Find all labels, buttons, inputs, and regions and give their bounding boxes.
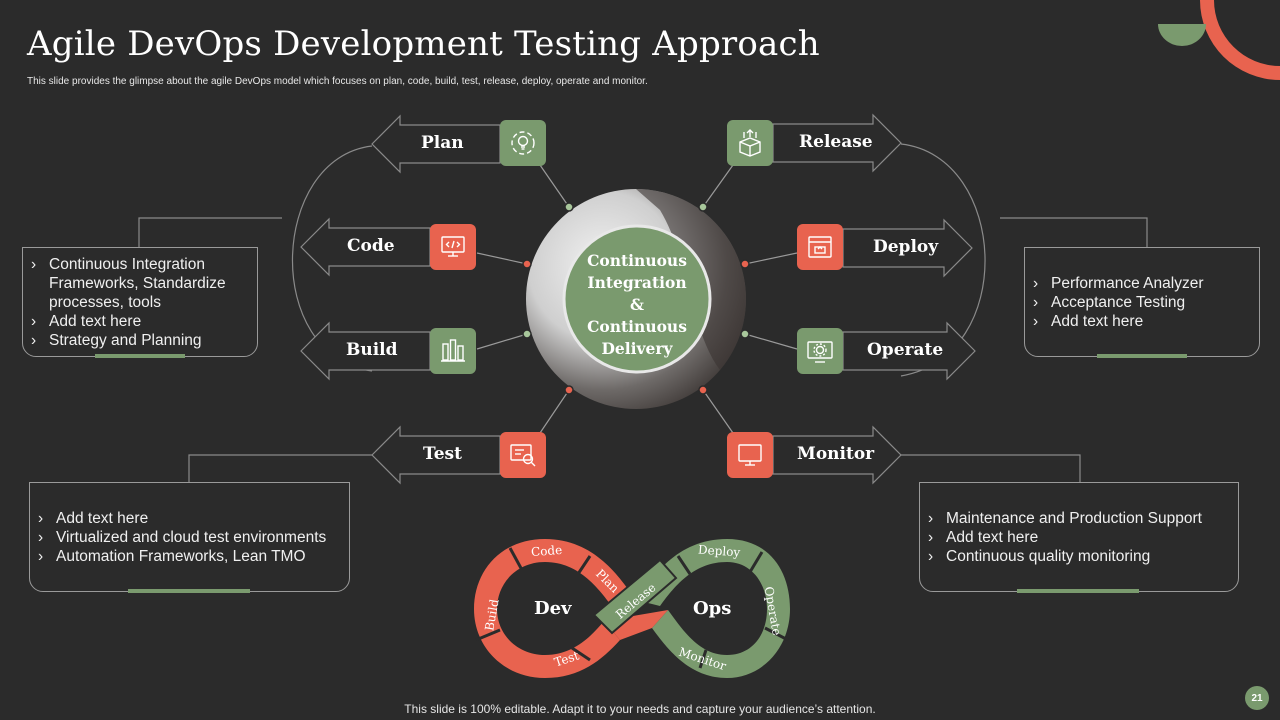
textbox-left-bottom: Add text here Virtualized and cloud test…	[29, 482, 350, 593]
footer-note: This slide is 100% editable. Adapt it to…	[404, 702, 876, 716]
connector-right-bottom	[901, 454, 1081, 482]
list-item: Add text here	[23, 312, 257, 331]
list-item: Add text here	[30, 509, 349, 528]
stage-label-build: Build	[346, 340, 398, 360]
list-item: Strategy and Planning	[23, 331, 257, 350]
release-icon-box	[727, 120, 773, 166]
build-blocks-icon	[441, 339, 465, 362]
monitor-icon-box	[727, 432, 773, 478]
deploy-icon-box	[797, 224, 843, 270]
list-item: Maintenance and Production Support	[920, 509, 1238, 528]
list-item: Acceptance Testing	[1025, 293, 1259, 312]
arrow-monitor	[772, 425, 902, 485]
release-box-icon	[739, 129, 761, 157]
list-item: Continuous quality monitoring	[920, 547, 1238, 566]
stage-label-deploy: Deploy	[873, 237, 939, 257]
corner-semicircle	[1158, 24, 1206, 46]
center-title: Continuous Integration & Continuous Deli…	[564, 232, 710, 378]
stage-label-code: Code	[347, 236, 395, 256]
infinity-ops-label: Ops	[693, 598, 732, 619]
connector-left-top	[138, 217, 282, 247]
textbox-right-top: Performance Analyzer Acceptance Testing …	[1024, 247, 1260, 358]
build-icon-box	[430, 328, 476, 374]
idea-cycle-icon	[511, 131, 535, 155]
textbox-left-top: Continuous Integration Frameworks, Stand…	[22, 247, 258, 358]
deploy-window-icon	[808, 236, 832, 258]
center-line-1: Continuous	[587, 251, 687, 270]
stage-label-plan: Plan	[421, 133, 464, 153]
stage-label-release: Release	[799, 132, 873, 152]
infinity-code-label: Code	[530, 542, 563, 560]
center-line-2: Integration	[587, 273, 687, 292]
textbox-accent-bar	[1017, 589, 1139, 593]
corner-arc	[1200, 0, 1280, 80]
corner-decoration	[1158, 0, 1280, 80]
arrow-release	[772, 113, 902, 173]
test-inspect-icon	[510, 444, 536, 467]
page-title: Agile DevOps Development Testing Approac…	[27, 24, 820, 64]
center-line-3: &	[630, 295, 644, 314]
spokes	[476, 164, 798, 434]
list-item: Add text here	[920, 528, 1238, 547]
page-number-badge: 21	[1245, 686, 1269, 710]
textbox-right-bottom: Maintenance and Production Support Add t…	[919, 482, 1239, 593]
center-green-circle	[562, 224, 712, 374]
operate-icon-box	[797, 328, 843, 374]
arrow-operate	[842, 321, 976, 381]
center-line-5: Delivery	[601, 339, 673, 358]
page-subtitle: This slide provides the glimpse about th…	[27, 76, 648, 87]
connector-right-top	[1000, 217, 1148, 247]
stage-label-monitor: Monitor	[797, 444, 875, 464]
code-icon-box	[430, 224, 476, 270]
textbox-accent-bar	[128, 589, 250, 593]
infinity-deploy-label: Deploy	[697, 542, 741, 560]
infinity-dev-label: Dev	[534, 598, 572, 619]
release-band	[592, 558, 678, 635]
list-item: Virtualized and cloud test environments	[30, 528, 349, 547]
connector-left-bottom	[188, 454, 372, 482]
plan-icon-box	[500, 120, 546, 166]
list-item: Add text here	[1025, 312, 1259, 331]
list-item: Performance Analyzer	[1025, 274, 1259, 293]
test-icon-box	[500, 432, 546, 478]
textbox-accent-bar	[1097, 354, 1187, 358]
arrow-deploy	[842, 218, 973, 278]
list-item: Continuous Integration Frameworks, Stand…	[23, 255, 257, 312]
center-line-4: Continuous	[587, 317, 687, 336]
list-item: Automation Frameworks, Lean TMO	[30, 547, 349, 566]
stage-label-operate: Operate	[867, 340, 944, 360]
code-monitor-icon	[441, 236, 465, 257]
infinity-loop	[474, 539, 790, 678]
stage-label-test: Test	[423, 444, 462, 464]
operate-gear-icon	[807, 341, 833, 363]
spoke-dots	[522, 202, 750, 395]
monitor-icon	[738, 444, 762, 466]
textbox-accent-bar	[95, 354, 185, 358]
